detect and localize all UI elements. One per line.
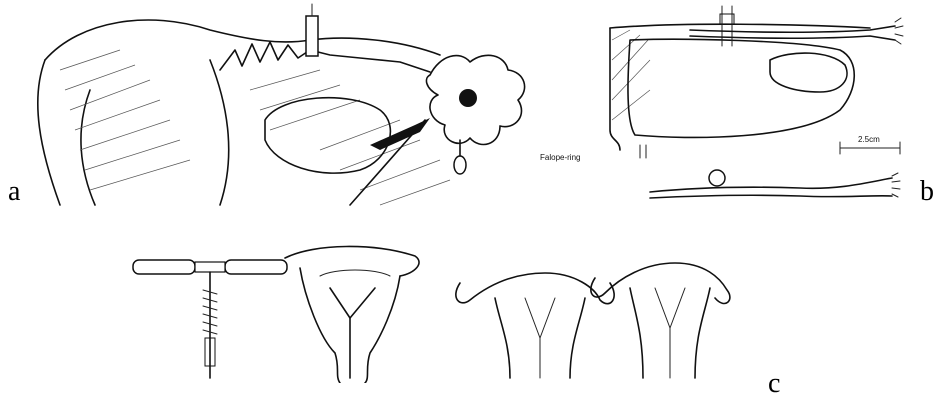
panel-b-label: b	[920, 178, 934, 206]
panel-a-label: a	[8, 178, 20, 206]
panel-a-illustration	[20, 0, 540, 208]
falope-ring-label: Falope-ring	[540, 153, 580, 162]
panel-b-illustration: 2.5cm Falope-ring	[540, 0, 920, 215]
panel-c-illustration	[115, 228, 735, 383]
scale-bar-label: 2.5cm	[858, 135, 880, 144]
panel-c-label: c	[768, 370, 780, 398]
